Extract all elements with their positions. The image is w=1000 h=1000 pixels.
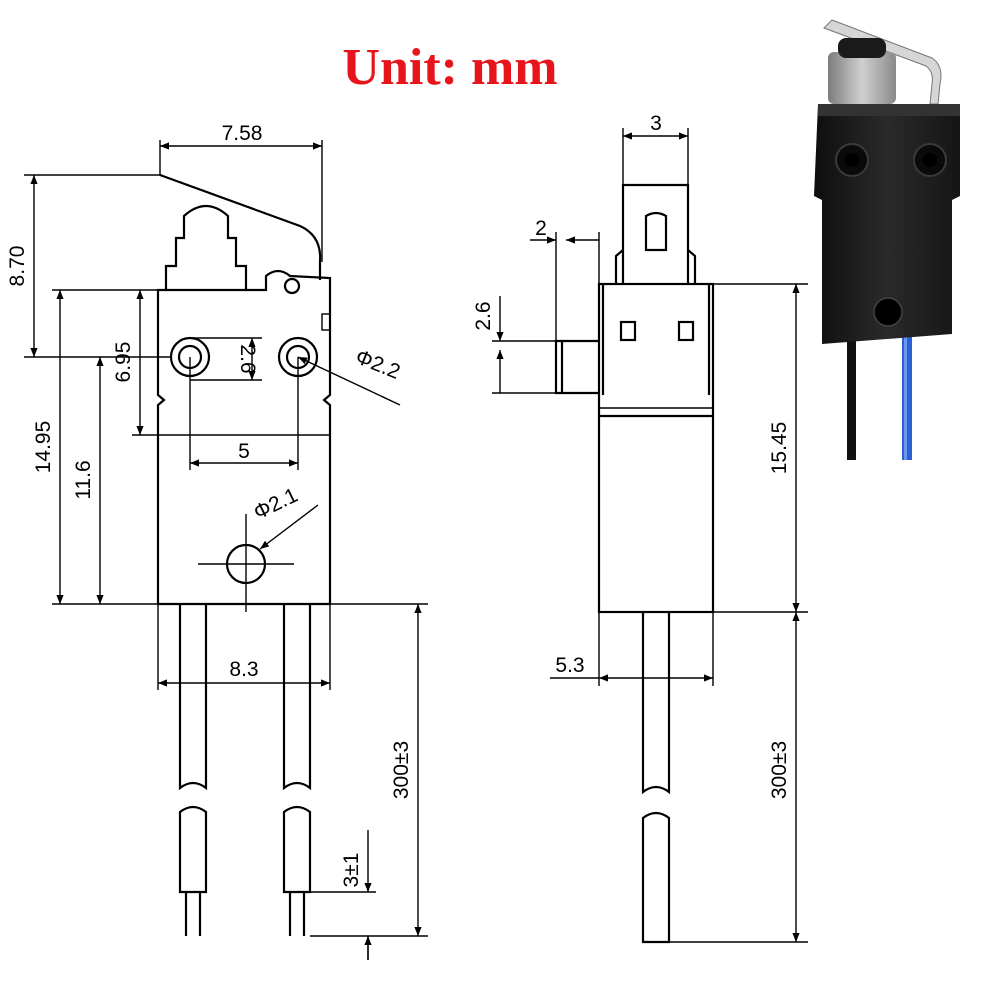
dim-mount-height-label: 11.6 — [72, 460, 95, 499]
dim-hole-spacing-v-label: 6.95 — [112, 342, 135, 383]
dim-body-depth-label: 5.3 — [555, 654, 584, 677]
side-tab — [554, 339, 599, 395]
dim-hole-spacing-h: 5 — [189, 357, 299, 470]
dim-side-lead-length: 300±3 — [669, 612, 808, 943]
dim-body-height-label: 14.95 — [32, 421, 55, 474]
front-view: 7.58 8.70 14.95 6.95 11.6 — [6, 122, 428, 960]
front-leads — [178, 604, 312, 936]
terminal-tab — [321, 313, 331, 331]
lever-pivot — [283, 277, 301, 295]
dim-side-body-height: 15.45 — [713, 283, 808, 613]
side-plunger — [614, 183, 697, 284]
product-mount-hole — [873, 297, 903, 327]
dim-tab-height: 2.6 — [472, 296, 556, 394]
side-plunger-slot — [644, 211, 668, 252]
dim-tab-width-label: 2 — [535, 217, 547, 240]
dim-mount-height: 11.6 — [72, 357, 104, 604]
product-illustration — [814, 19, 960, 460]
dim-lever-width: 7.58 — [159, 122, 323, 262]
dim-lever-width-label: 7.58 — [222, 122, 263, 145]
dim-mount-diameter: Φ2.1 — [250, 484, 319, 550]
dim-body-width-label: 8.3 — [229, 658, 258, 681]
front-plunger — [164, 204, 248, 290]
dim-total-height-label: 8.70 — [6, 246, 29, 287]
dim-mount-diameter-label: Φ2.1 — [250, 484, 301, 525]
dim-hole-spacing-v: 6.95 — [112, 290, 330, 436]
dim-hole-offset: 2.6 — [190, 337, 262, 381]
dim-body-height: 14.95 — [32, 289, 158, 605]
dim-side-body-height-label: 15.45 — [768, 422, 791, 475]
dim-plunger-width-label: 3 — [650, 112, 662, 135]
side-body-outline — [597, 282, 715, 614]
front-body-outline — [156, 269, 332, 606]
side-view: 3 2 2.6 15.45 — [472, 112, 808, 944]
dim-total-height: 8.70 — [6, 174, 172, 358]
dim-side-lead-length-label: 300±3 — [768, 741, 791, 799]
unit-title: Unit: mm — [342, 39, 558, 96]
dim-tab-height-label: 2.6 — [472, 301, 495, 330]
dim-lead-length: 300±3 — [310, 603, 428, 937]
front-lever — [159, 173, 322, 280]
dim-strip-length-label: 3±1 — [340, 853, 363, 888]
product-plunger — [828, 52, 896, 104]
side-slot-left — [619, 320, 637, 342]
dim-plunger-width: 3 — [622, 112, 689, 185]
dim-hole-diameter: Φ2.2 — [297, 345, 403, 406]
dim-body-depth: 5.3 — [550, 612, 714, 686]
side-lead — [641, 612, 671, 944]
dim-body-width: 8.3 — [157, 604, 331, 690]
wire-black — [847, 330, 856, 460]
dim-lead-length-label: 300±3 — [390, 741, 413, 799]
dim-hole-spacing-h-label: 5 — [238, 440, 250, 463]
dim-hole-offset-label: 2.6 — [236, 344, 259, 373]
dim-hole-diameter-label: Φ2.2 — [352, 345, 403, 384]
side-slot-right — [677, 320, 695, 342]
dim-strip-length: 3±1 — [310, 830, 376, 960]
dim-tab-width: 2 — [530, 217, 600, 341]
